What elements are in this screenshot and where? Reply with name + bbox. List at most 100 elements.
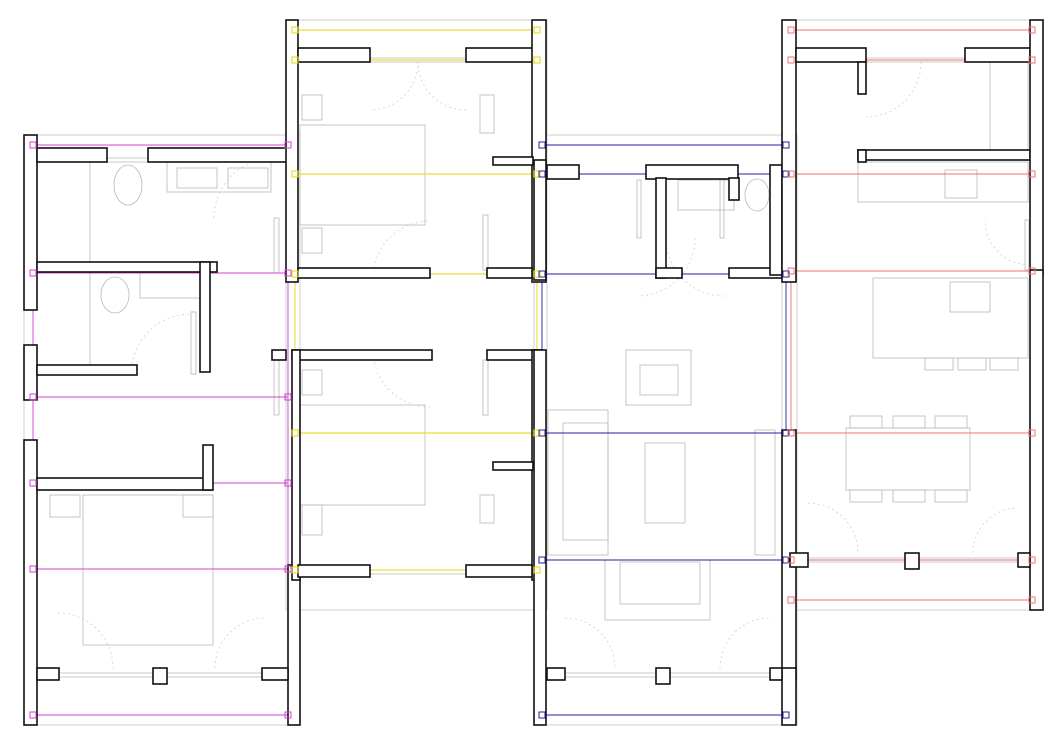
grid-marker [787, 56, 795, 64]
grid-marker [291, 566, 299, 574]
door-leaf [636, 179, 642, 239]
grid-marker [533, 429, 541, 437]
grid-marker [538, 711, 546, 719]
grid-marker [29, 269, 37, 277]
grid-marker [29, 393, 37, 401]
grid-marker [538, 270, 546, 278]
module-outline [23, 134, 301, 726]
dining-table [845, 427, 971, 491]
door-swing [807, 502, 859, 554]
wall [655, 177, 667, 279]
grid-marker [284, 269, 292, 277]
kitchen-sink [949, 281, 991, 313]
grid-marker [1028, 170, 1036, 178]
sofa [547, 409, 609, 556]
door-swing [417, 61, 467, 111]
chair [934, 489, 968, 503]
tv-unit [754, 429, 776, 556]
sink [176, 167, 218, 189]
wall [291, 349, 301, 581]
bathroom-counter [677, 179, 735, 211]
chair [892, 489, 926, 503]
wall [728, 177, 740, 201]
sofa-seat [562, 422, 609, 541]
wall [857, 61, 867, 95]
nightstand [301, 504, 323, 536]
door-swing [984, 219, 1031, 266]
grid-marker [533, 56, 541, 64]
wall [533, 159, 547, 281]
wall [291, 349, 433, 361]
wall [36, 261, 218, 273]
wall [465, 564, 533, 578]
grid-marker [291, 56, 299, 64]
wall [1017, 552, 1031, 568]
wall [297, 47, 371, 63]
grid-marker [787, 556, 795, 564]
grid-marker [533, 566, 541, 574]
grid-marker [787, 596, 795, 604]
grid-marker [284, 141, 292, 149]
door-swing [130, 313, 192, 375]
wall [271, 349, 287, 361]
grid-marker [782, 711, 790, 719]
wall [769, 667, 783, 681]
grid-marker [787, 26, 795, 34]
cooktop [944, 169, 978, 199]
door-leaf [482, 214, 489, 271]
door-swing [865, 61, 922, 118]
furniture-layer [49, 57, 1031, 678]
wall [546, 667, 566, 681]
wall [781, 19, 797, 283]
wall [36, 667, 60, 681]
grid-marker [29, 479, 37, 487]
nightstand [301, 369, 323, 396]
wall [23, 439, 38, 726]
nightstand [182, 494, 214, 518]
fridge-unit [989, 61, 1029, 151]
wardrobe [479, 94, 495, 134]
double-bed [82, 494, 214, 646]
bed [299, 124, 426, 226]
door-swing [213, 157, 275, 219]
grid-marker [29, 711, 37, 719]
nightstand [301, 94, 323, 121]
door-swing [372, 349, 431, 408]
armchair [625, 349, 692, 406]
grid-marker [284, 393, 292, 401]
grid-marker [1028, 556, 1036, 564]
grid-marker [533, 26, 541, 34]
wall [655, 667, 671, 685]
nightstand [301, 227, 323, 254]
wall [285, 19, 299, 283]
grid-marker [291, 170, 299, 178]
chair [849, 415, 883, 429]
bar-stool [957, 357, 987, 371]
grid-marker [284, 479, 292, 487]
wall [492, 156, 534, 166]
kitchen-island [872, 277, 1029, 359]
wall [964, 47, 1031, 63]
wall [1029, 269, 1044, 611]
wall [199, 261, 211, 373]
grid-marker [1028, 267, 1036, 275]
grid-marker [1028, 56, 1036, 64]
wall [36, 147, 108, 163]
bar-stool [989, 357, 1019, 371]
coffee-table [644, 442, 686, 524]
wall [23, 134, 38, 311]
door-leaf [273, 217, 280, 274]
grid-marker [284, 565, 292, 573]
grid-marker [538, 170, 546, 178]
wall [795, 47, 867, 63]
wall [789, 552, 809, 568]
wall [202, 444, 214, 491]
wall [152, 667, 168, 685]
wall [297, 267, 431, 279]
grid-marker [284, 711, 292, 719]
door-swing [214, 617, 266, 669]
grid-marker [291, 270, 299, 278]
grid-marker [787, 429, 795, 437]
wall [769, 164, 783, 276]
